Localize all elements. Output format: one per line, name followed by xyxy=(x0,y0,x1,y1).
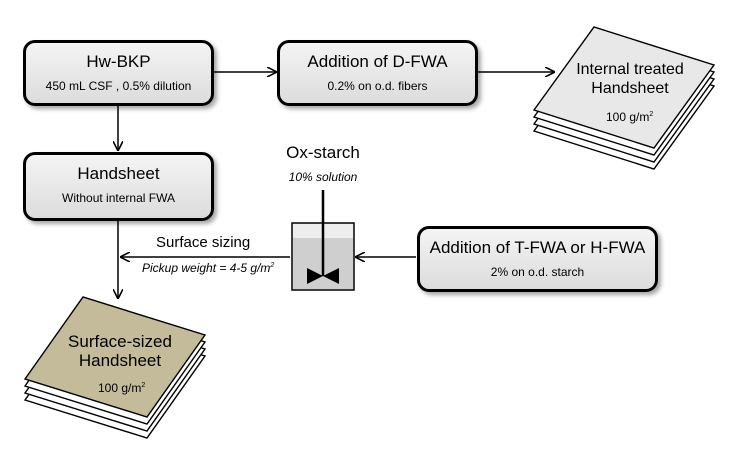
internal-sheet-stack xyxy=(532,26,716,170)
internal-sheet-line1: Internal treated xyxy=(576,61,684,78)
surface-sheet-grammage-text: 100 g/m xyxy=(98,381,142,395)
stirrer-blade-left xyxy=(307,268,323,284)
hw-bkp-title: Hw-BKP xyxy=(86,52,151,71)
tfwa-box: Addition of T-FWA or H-FWA 2% on o.d. st… xyxy=(417,226,658,292)
surface-sheet-stack xyxy=(23,296,207,439)
dfwa-box: Addition of D-FWA 0.2% on o.d. fibers xyxy=(277,40,478,106)
dfwa-subtitle: 0.2% on o.d. fibers xyxy=(327,79,428,93)
ox-starch-label: Ox-starch xyxy=(286,143,360,162)
surface-sheet-grammage-sup: 2 xyxy=(141,382,146,389)
internal-sheet-grammage: 100 g/m2 xyxy=(606,110,653,124)
pickup-weight-unit-sup: 2 xyxy=(270,262,275,269)
internal-sheet-grammage-text: 100 g/m xyxy=(606,110,650,124)
handsheet-subtitle: Without internal FWA xyxy=(62,191,175,205)
tfwa-title: Addition of T-FWA or H-FWA xyxy=(429,238,646,257)
mixer-vessel xyxy=(291,190,355,291)
internal-sheet-label: Internal treated Handsheet xyxy=(566,60,694,98)
pickup-weight-text: Pickup weight = 4-5 g/m xyxy=(142,261,271,275)
internal-sheet-top xyxy=(532,26,716,149)
stirrer-blade-right xyxy=(323,268,339,284)
surface-sizing-label: Surface sizing xyxy=(156,234,251,251)
surface-sheet-top xyxy=(23,296,207,418)
handsheet-box: Handsheet Without internal FWA xyxy=(23,152,214,221)
hw-bkp-subtitle: 450 mL CSF , 0.5% dilution xyxy=(45,79,192,93)
surface-sheet-line1: Surface-sized xyxy=(68,332,172,351)
surface-sheet-line2: Handsheet xyxy=(78,351,162,370)
dfwa-title: Addition of D-FWA xyxy=(307,52,448,71)
tfwa-subtitle: 2% on o.d. starch xyxy=(490,265,585,279)
surface-sheet-grammage: 100 g/m2 xyxy=(98,381,145,395)
surface-sheet-label: Surface-sized Handsheet xyxy=(50,332,190,370)
pickup-weight-label: Pickup weight = 4-5 g/m2 xyxy=(142,261,274,275)
internal-sheet-grammage-sup: 2 xyxy=(649,111,654,118)
hw-bkp-box: Hw-BKP 450 mL CSF , 0.5% dilution xyxy=(23,40,214,106)
ox-starch-concentration: 10% solution xyxy=(288,170,358,184)
internal-sheet-line2: Handsheet xyxy=(591,80,669,97)
handsheet-title: Handsheet xyxy=(77,164,160,183)
